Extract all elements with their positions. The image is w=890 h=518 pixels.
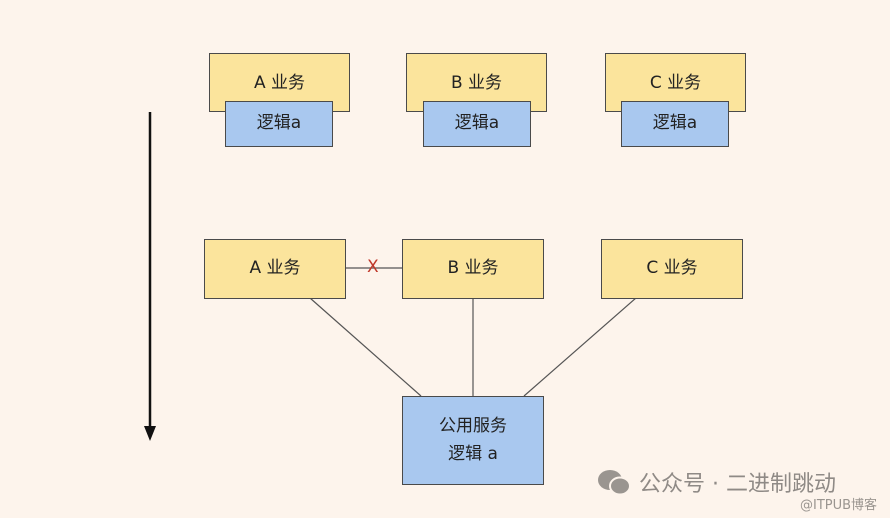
wechat-icon <box>598 470 631 496</box>
watermark-source: @ITPUB博客 <box>800 498 878 513</box>
top-logic-b: 逻辑a <box>423 101 531 147</box>
flow-arrow-head <box>144 426 156 441</box>
watermark: 公众号 · 二进制跳动 <box>597 466 836 498</box>
top-logic-c: 逻辑a <box>621 101 729 147</box>
watermark-text: 公众号 · 二进制跳动 <box>639 472 836 497</box>
business-a: A 业务 <box>204 239 346 299</box>
link-a-shared <box>309 297 422 397</box>
shared-service-logic: 逻辑 a <box>448 443 498 464</box>
shared-service-title: 公用服务 <box>439 416 507 437</box>
link-c-shared <box>523 297 637 397</box>
top-logic-a: 逻辑a <box>225 101 333 147</box>
broken-link-mark: X <box>367 257 379 277</box>
business-b: B 业务 <box>402 239 544 299</box>
business-c: C 业务 <box>601 239 743 299</box>
shared-service: 公用服务 逻辑 a <box>402 396 544 485</box>
